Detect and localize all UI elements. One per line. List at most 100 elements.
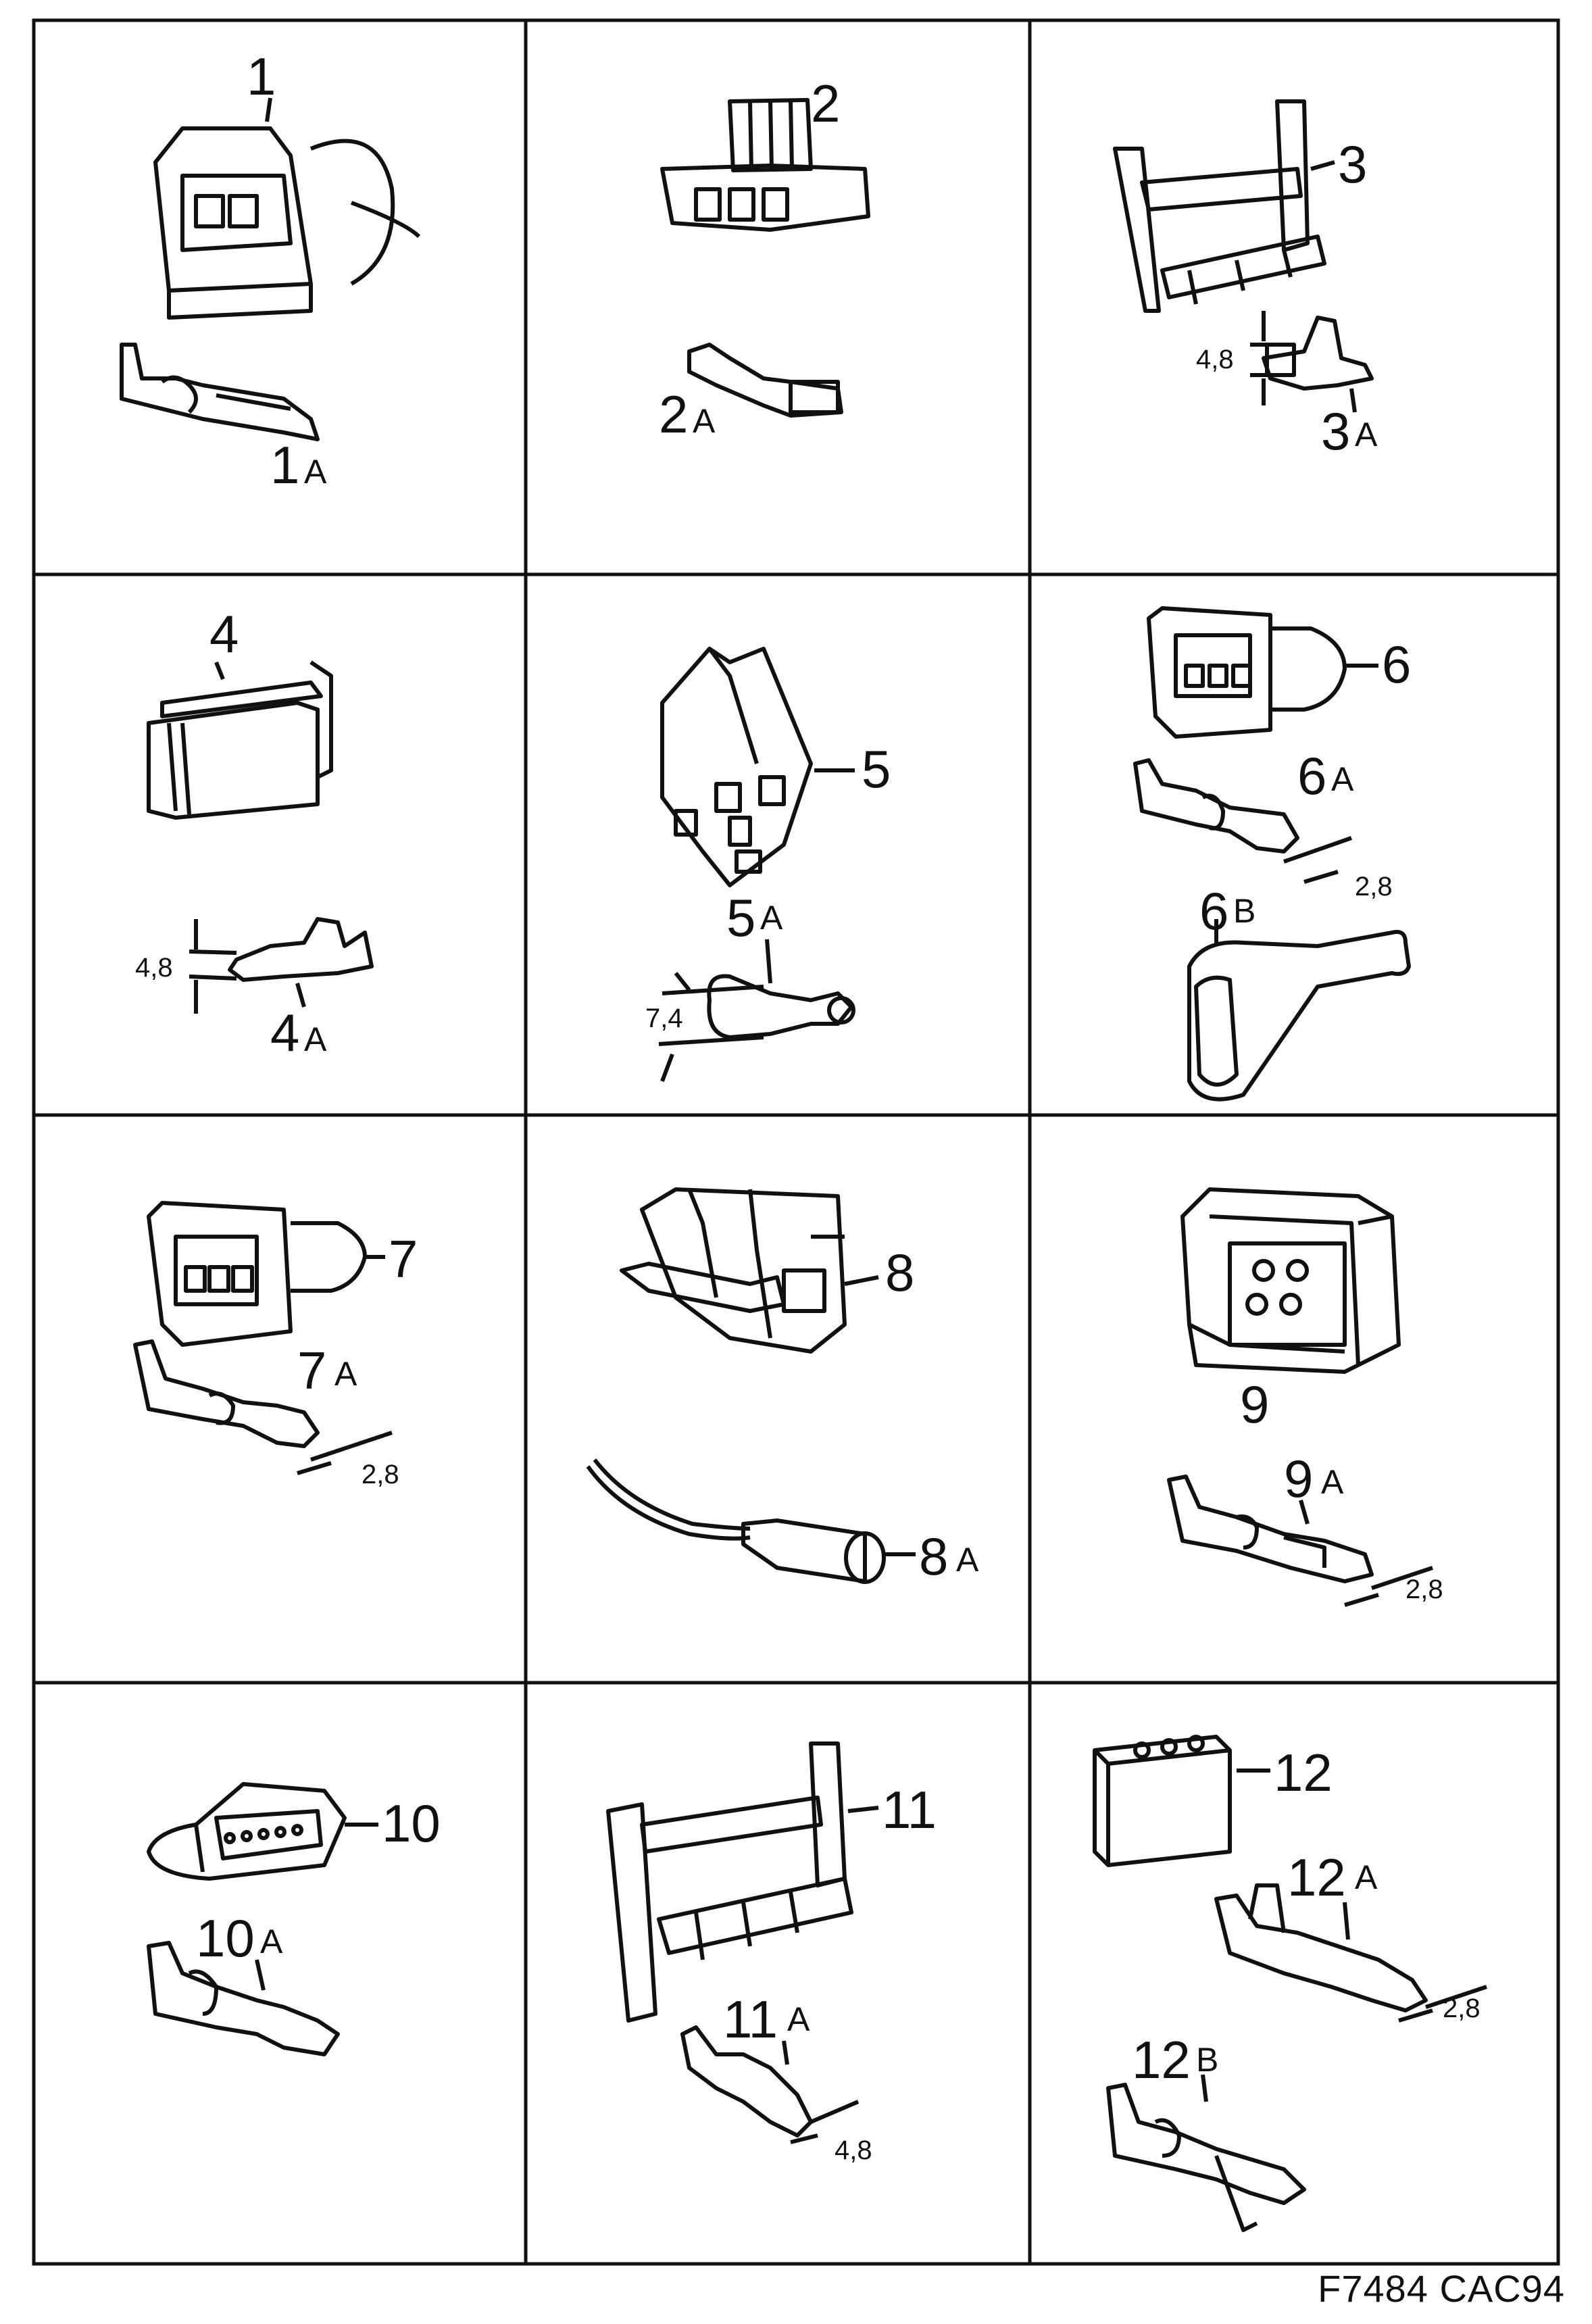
label-6a-num: 6 <box>1297 746 1326 806</box>
cell-6 <box>1133 606 1411 1102</box>
leader-5a <box>765 939 772 984</box>
label-5a-suffix: A <box>760 899 783 937</box>
connector-3-drawing <box>1113 99 1326 313</box>
label-12: 12 <box>1274 1743 1333 1802</box>
label-12b-suffix: B <box>1196 2041 1218 2079</box>
label-7: 7 <box>389 1229 418 1289</box>
label-9a-num: 9 <box>1284 1449 1313 1508</box>
label-6b-suffix: B <box>1233 892 1255 930</box>
terminal-12a-drawing <box>1214 1883 1428 2012</box>
leader-4 <box>214 661 225 681</box>
leader-12b <box>1201 2074 1208 2102</box>
connector-1-drawing <box>153 126 421 320</box>
terminal-9a-drawing <box>1167 1475 1374 1583</box>
terminal-6a-drawing <box>1133 758 1299 854</box>
leader-10a <box>255 1959 266 1991</box>
protective-cap-6b-drawing <box>1187 930 1411 1102</box>
cell-4 <box>147 660 374 1014</box>
leader-1 <box>265 97 272 122</box>
label-8a-num: 8 <box>919 1527 948 1586</box>
label-3: 3 <box>1338 134 1367 194</box>
connector-12-drawing <box>1093 1735 1232 1867</box>
figure-code: F7484 CAC94 <box>1318 2267 1565 2310</box>
dim-4a: 4,8 <box>135 953 173 983</box>
dim-9a: 2,8 <box>1406 1575 1443 1604</box>
terminal-1a-drawing <box>120 343 320 441</box>
dim-9a-arrows <box>1344 1566 1433 1607</box>
cell-11 <box>606 1741 879 2144</box>
leader-8 <box>844 1275 879 1286</box>
dim-6a-arrows <box>1283 836 1352 884</box>
terminal-7a-drawing <box>133 1339 320 1448</box>
label-3a-suffix: A <box>1355 416 1378 453</box>
terminal-8a-drawing <box>586 1458 886 1584</box>
leader-3 <box>1310 160 1335 171</box>
label-4a-num: 4 <box>270 1003 299 1062</box>
leader-11a <box>782 2040 789 2065</box>
connector-7-drawing <box>147 1201 367 1347</box>
connector-2-drawing <box>660 98 870 232</box>
label-8a-suffix: A <box>956 1541 979 1579</box>
grid-frame <box>32 18 1560 2266</box>
leader-4a <box>295 983 306 1008</box>
label-4a-suffix: A <box>304 1020 327 1058</box>
cell-12 <box>1093 1735 1487 2232</box>
label-1a-suffix: A <box>304 453 327 491</box>
label-10a-num: 10 <box>196 1908 255 1968</box>
connector-6-drawing <box>1147 606 1347 739</box>
leader-11 <box>847 1806 879 1813</box>
terminal-12b-drawing <box>1106 2083 1306 2232</box>
label-6: 6 <box>1382 635 1411 694</box>
connector-11-drawing <box>606 1741 853 2023</box>
cell-5 <box>658 647 855 1083</box>
label-6a-suffix: A <box>1331 760 1354 798</box>
dim-11a-arrows <box>790 2100 860 2144</box>
terminal-4a-drawing <box>228 917 374 982</box>
label-12b-num: 12 <box>1132 2030 1191 2090</box>
connector-5-drawing <box>660 647 813 887</box>
terminal-2a-drawing <box>687 343 843 418</box>
cell-1 <box>120 97 421 441</box>
cell-10 <box>147 1782 378 2056</box>
terminal-5a-drawing <box>707 974 855 1039</box>
dim-3a-arrows <box>1250 311 1284 405</box>
cell-3 <box>1113 99 1374 413</box>
terminal-10a-drawing <box>147 1941 340 2056</box>
dim-5a-arrows <box>658 972 764 1083</box>
cell-7 <box>133 1201 393 1475</box>
label-12a-suffix: A <box>1355 1858 1378 1896</box>
terminal-3a-drawing <box>1262 316 1374 391</box>
connector-9-drawing <box>1180 1187 1401 1374</box>
label-1a-num: 1 <box>270 435 299 495</box>
leader-9a <box>1299 1500 1310 1525</box>
label-9a-suffix: A <box>1321 1463 1344 1501</box>
label-1: 1 <box>247 47 276 106</box>
label-2a-suffix: A <box>693 402 716 440</box>
dim-4a-arrows <box>189 919 237 1014</box>
part-labels: 1 1 A 2 2 A 3 3 A 4,8 4 4 A 4,8 5 5 A 7,… <box>135 47 1481 2165</box>
label-12a-num: 12 <box>1287 1848 1346 1907</box>
dim-3a: 4,8 <box>1196 345 1234 374</box>
dim-5a: 7,4 <box>645 1004 683 1033</box>
dim-11a: 4,8 <box>835 2135 872 2165</box>
label-7a-num: 7 <box>297 1341 326 1400</box>
label-2a-num: 2 <box>659 385 688 444</box>
connector-8-drawing <box>620 1187 847 1354</box>
cell-9 <box>1167 1187 1433 1607</box>
leader-3a <box>1349 388 1357 413</box>
dim-7a: 2,8 <box>362 1460 399 1489</box>
connector-10-drawing <box>147 1782 347 1881</box>
label-11a-suffix: A <box>787 2000 810 2038</box>
label-6b-num: 6 <box>1199 881 1228 941</box>
label-2: 2 <box>811 74 840 133</box>
label-10: 10 <box>382 1794 441 1853</box>
label-9: 9 <box>1240 1375 1269 1434</box>
cell-8 <box>586 1187 916 1584</box>
label-7a-suffix: A <box>334 1355 357 1393</box>
label-3a-num: 3 <box>1321 401 1350 461</box>
leader-12a <box>1343 1902 1350 1940</box>
label-5: 5 <box>862 739 891 799</box>
label-11: 11 <box>882 1780 937 1839</box>
dim-7a-arrows <box>297 1431 393 1475</box>
